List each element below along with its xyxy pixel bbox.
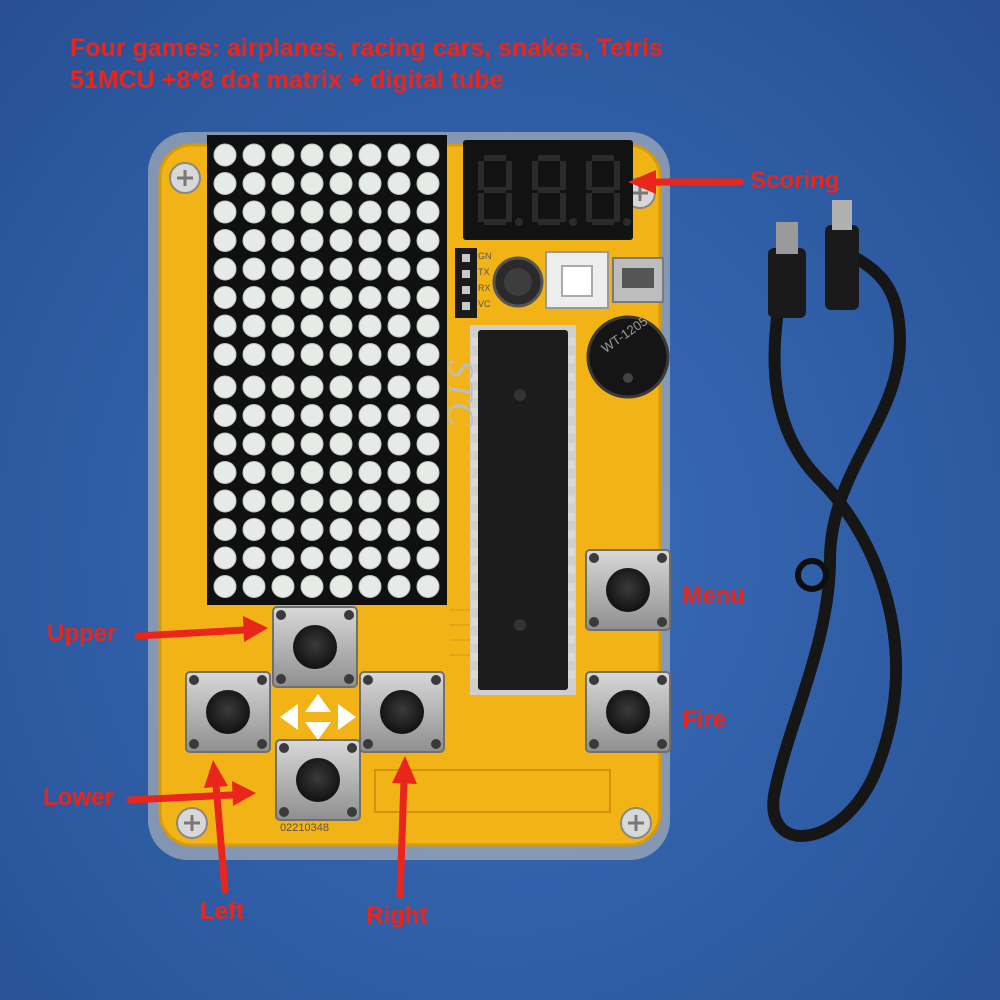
dot-matrix-display — [213, 143, 440, 598]
stc-mcu-chip — [478, 330, 568, 690]
button-menu — [585, 549, 671, 631]
pin-header — [455, 248, 477, 318]
caption-line-2: 51MCU +8*8 dot matrix + digital tube — [70, 66, 504, 94]
pin-label: TX — [478, 267, 490, 277]
label-upper: Upper — [47, 620, 117, 647]
label-right: Right — [366, 902, 428, 929]
label-menu: Menu — [682, 582, 745, 609]
chip-label: STC — [441, 360, 481, 429]
serial-number: 02210348 — [280, 822, 329, 834]
direction-arrows-icon — [280, 694, 356, 740]
usb-cable — [767, 244, 907, 842]
label-fire: Fire — [682, 706, 727, 733]
button-fire — [585, 671, 671, 753]
silkscreen-box — [374, 769, 611, 813]
button-left — [185, 671, 271, 753]
seven-segment-digits — [478, 155, 631, 226]
label-left: Left — [200, 898, 244, 925]
pin-label: RX — [478, 283, 491, 293]
pin-label: VC — [478, 299, 491, 309]
label-lower: Lower — [43, 784, 114, 811]
button-right — [359, 671, 445, 753]
button-down — [275, 739, 361, 821]
dot-matrix-frame — [207, 135, 447, 605]
cable-plug-a — [768, 248, 806, 318]
buzzer — [586, 315, 670, 399]
button-up — [272, 606, 358, 688]
label-scoring: Scoring — [750, 167, 840, 194]
caption-line-1: Four games: airplanes, racing cars, snak… — [70, 34, 663, 62]
pcb-traces — [450, 609, 470, 656]
cable-plug-b — [825, 225, 859, 310]
tactile-buttons — [185, 549, 671, 821]
pin-header-labels: GN TX RX VC — [478, 248, 492, 312]
pin-label: GN — [478, 251, 492, 261]
callout-arrows — [126, 170, 744, 899]
